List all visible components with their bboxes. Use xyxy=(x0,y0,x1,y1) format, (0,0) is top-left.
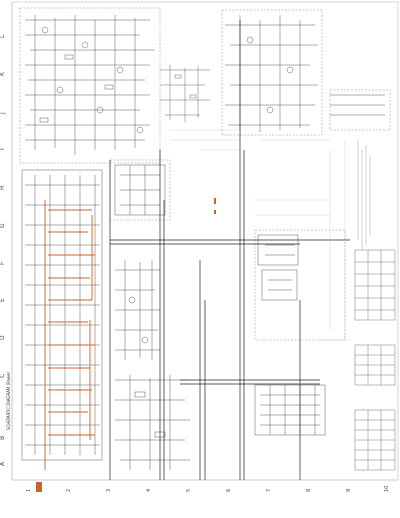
row-letter: H xyxy=(0,185,6,190)
column-number: 6 xyxy=(226,489,232,492)
column-number: 7 xyxy=(266,489,272,492)
column-number: 2 xyxy=(66,489,72,492)
row-letter: K xyxy=(0,71,6,76)
row-letter: E xyxy=(0,298,6,302)
power-amplifier-left-block xyxy=(21,169,103,461)
bottom-right-tables xyxy=(354,249,396,471)
column-number: 10 xyxy=(384,486,390,492)
row-letter: L xyxy=(0,34,6,38)
column-number: 3 xyxy=(106,489,112,492)
middle-lower-circuit-block xyxy=(115,260,190,470)
upper-left-circuit-block xyxy=(25,15,155,155)
column-number: 4 xyxy=(146,489,152,492)
upper-right-circuit-block xyxy=(225,15,385,132)
faint-traces xyxy=(170,129,350,341)
column-number: 9 xyxy=(346,489,352,492)
column-number: 8 xyxy=(306,489,312,492)
row-letter: C xyxy=(0,374,6,378)
main-bus-lines xyxy=(109,20,350,480)
row-letter-labels: L K J I H G F E D C B A xyxy=(0,34,6,466)
row-letter: D xyxy=(0,335,6,340)
row-letter: G xyxy=(0,223,6,228)
center-module-block xyxy=(114,164,166,216)
highlighted-signal-path xyxy=(44,200,95,470)
row-letter: B xyxy=(0,436,6,440)
highlight-markers xyxy=(36,198,216,492)
row-letter: F xyxy=(0,261,6,265)
column-number-labels: 1 2 3 4 5 6 7 8 9 10 xyxy=(26,486,390,492)
upper-middle-circuit-block xyxy=(160,65,210,122)
right-ic-blocks xyxy=(254,234,326,436)
notes-column xyxy=(357,140,371,250)
block-boundaries xyxy=(19,7,391,341)
row-letter: I xyxy=(0,148,6,150)
schematic-caption: SCHEMATIC DIAGRAM (Power xyxy=(6,371,11,430)
column-number: 5 xyxy=(186,489,192,492)
row-letter: J xyxy=(0,112,6,115)
row-letter: A xyxy=(0,461,6,466)
column-number: 1 xyxy=(26,489,32,492)
